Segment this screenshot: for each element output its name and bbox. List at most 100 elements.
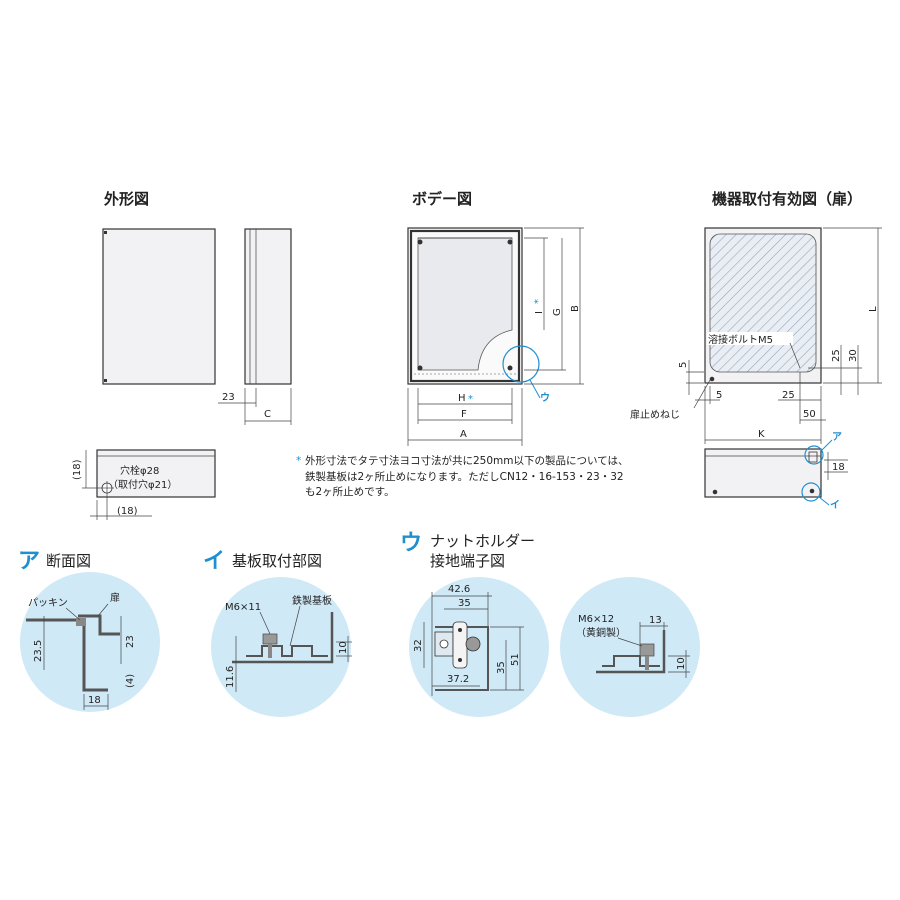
mounting-area-hatched — [709, 233, 817, 373]
heading-outline: 外形図 — [103, 190, 149, 208]
outline-front-view — [102, 228, 216, 385]
note-line-2: 鉄製基板は2ヶ所止めになります。ただしCN12・16-153・23・32 — [305, 470, 624, 483]
screw-icon — [507, 239, 513, 245]
screw-icon — [417, 239, 423, 245]
dim-18-left: (18) — [72, 459, 83, 480]
detail-a-23-5: 23.5 — [33, 640, 44, 662]
dim-b: B — [570, 305, 581, 312]
leader — [97, 603, 109, 617]
dim-i: I — [534, 311, 545, 314]
dim-18-bottom: (18) — [117, 506, 138, 517]
detail-i: イ 基板取付部図 M6×11 鉄製基板 11.6 10 — [203, 549, 352, 717]
dim-30: 30 — [848, 349, 859, 362]
dim-50: 50 — [803, 409, 816, 420]
callout-a-circle — [804, 445, 824, 465]
callout-a-leader — [821, 439, 833, 451]
dim-18: 18 — [832, 462, 845, 473]
door-screw-icon — [709, 376, 715, 382]
outline-front-panel — [102, 228, 216, 385]
outline-side-view: 23 C — [218, 228, 292, 425]
dim-i-star: * — [533, 299, 544, 304]
detail-u-35-r: 35 — [496, 661, 507, 674]
bolt-shaft-icon — [268, 644, 272, 658]
detail-i-title: 基板取付部図 — [232, 552, 322, 570]
outline-bottom-panel — [96, 449, 216, 498]
detail-a-door-label: 扉 — [110, 591, 120, 604]
nut-icon — [465, 636, 481, 652]
hole-sub-label: （取付穴φ21） — [108, 478, 177, 491]
dim-g: G — [552, 308, 563, 316]
detail-a-packing: パッキン — [28, 597, 68, 609]
callout-u-label: ウ — [540, 392, 550, 404]
leader — [65, 607, 81, 621]
mount-bottom-view: ア イ 18 — [704, 431, 848, 511]
screw-icon — [712, 489, 718, 495]
detail-u-kana: ウ — [400, 531, 422, 556]
dim-23: 23 — [222, 392, 235, 403]
callout-u-circle — [502, 345, 540, 383]
callout-i-leader — [818, 496, 830, 506]
detail-i-kana: イ — [203, 549, 225, 574]
detail-u2-plate — [602, 655, 660, 667]
leader — [289, 605, 301, 647]
mount-view: 溶接ボルトM5 扉止めねじ 5 5 25 50 K 25 30 L — [630, 227, 882, 444]
dim-5-top: 5 — [678, 362, 689, 368]
detail-a-gasket — [76, 618, 86, 626]
detail-u: ウ ナットホルダー 接地端子図 42.6 35 37.2 32 35 51 M6… — [400, 531, 700, 717]
heading-body: ボデー図 — [412, 190, 472, 208]
callout-i-label: イ — [830, 499, 840, 511]
body-view: ウ H * F A I * G B — [407, 227, 584, 446]
dim-k: K — [758, 429, 765, 440]
dim-25-h: 25 — [782, 390, 795, 401]
terminal-hole-icon — [439, 639, 449, 649]
outline-bottom-view: 穴栓φ28 （取付穴φ21） (18) (18) — [72, 449, 216, 520]
body-flange — [409, 229, 521, 383]
note-block: * 外形寸法でタテ寸法ヨコ寸法が共に250mm以下の製品については、 鉄製基板は… — [296, 454, 628, 498]
detail-i-plate-label: 鉄製基板 — [292, 594, 332, 607]
callout-a-label: ア — [832, 431, 842, 443]
outline-corner-mark — [104, 231, 107, 234]
detail-a-door — [78, 614, 120, 636]
callout-i-circle — [801, 482, 821, 502]
outline-side-panel — [244, 228, 292, 385]
detail-i-bolt: M6×11 — [225, 602, 261, 613]
note-line-3: も2ヶ所止めです。 — [305, 486, 395, 498]
screw-icon — [458, 658, 462, 662]
detail-a-flange — [26, 618, 108, 692]
detail-u-circle-2 — [560, 577, 700, 717]
dim-h-star: * — [468, 394, 473, 405]
door-screw-label: 扉止めねじ — [630, 408, 680, 421]
heading-mount: 機器取付有効図（扉） — [712, 190, 862, 208]
door-screw-leader — [693, 379, 711, 409]
detail-u-35-top: 35 — [458, 598, 471, 609]
dim-c: C — [264, 409, 271, 420]
detail-u-brass: （黄銅製） — [576, 626, 626, 639]
bolt-shaft-icon — [645, 656, 649, 670]
detail-u2-base — [596, 630, 666, 674]
brass-bolt-icon — [639, 643, 655, 657]
detail-a-circle — [20, 572, 160, 712]
door-bottom-panel — [704, 448, 822, 498]
detail-u-32: 32 — [413, 639, 424, 652]
dim-h: H — [458, 393, 466, 404]
detail-u-13: 13 — [649, 615, 662, 626]
dim-5-left: 5 — [716, 390, 722, 401]
screw-icon — [458, 628, 462, 632]
detail-u-10: 10 — [676, 657, 687, 670]
detail-u-51: 51 — [510, 653, 521, 666]
leader — [617, 637, 643, 647]
detail-u-title-2: 接地端子図 — [430, 552, 505, 570]
detail-a-4: (4) — [125, 674, 136, 688]
weld-leader — [789, 342, 801, 369]
dim-25-v: 25 — [831, 349, 842, 362]
detail-u-37-2: 37.2 — [447, 674, 469, 685]
outline-corner-mark — [104, 379, 107, 382]
detail-a-title: 断面図 — [46, 552, 91, 570]
leader — [259, 611, 271, 635]
hole-label: 穴栓φ28 — [120, 464, 159, 477]
detail-u-title-1: ナットホルダー — [430, 532, 535, 550]
mounting-plate — [417, 237, 513, 371]
dim-l: L — [868, 306, 879, 312]
